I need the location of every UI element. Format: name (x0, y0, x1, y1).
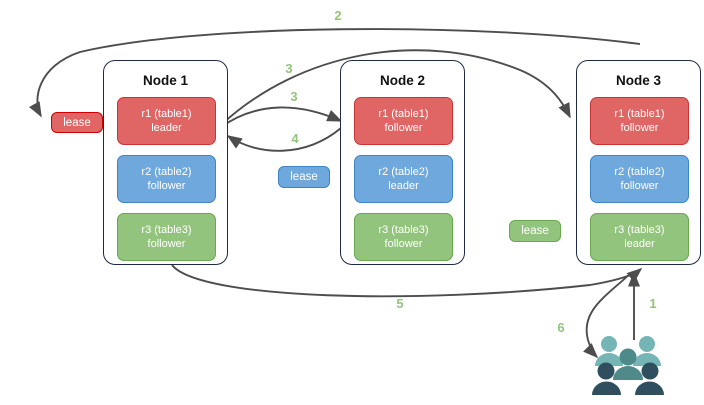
replica-name: r1 (table1) (141, 108, 192, 120)
arrow-step-4 (226, 127, 342, 152)
step-label-3b: 3 (290, 89, 298, 104)
lease-badge-green[interactable]: lease (509, 220, 561, 242)
replica-node2-r1[interactable]: r1 (table1) follower (354, 97, 453, 145)
replica-name: r3 (table3) (141, 224, 192, 236)
arrow-step-6 (583, 271, 633, 359)
node-title-3: Node 3 (615, 73, 661, 88)
step-label-4: 4 (291, 131, 299, 146)
arrow-step-5 (171, 264, 643, 298)
node-container-1: Node 1 r1 (table1) leader r2 (table2) fo… (103, 60, 228, 265)
replica-role: follower (620, 122, 659, 134)
arrow-step-3b (220, 106, 343, 128)
lease-badge-blue[interactable]: lease (278, 166, 330, 188)
replica-node3-r1[interactable]: r1 (table1) follower (590, 97, 689, 145)
replica-role: follower (147, 180, 186, 192)
replica-name: r2 (table2) (378, 166, 429, 178)
step-label-6: 6 (557, 320, 565, 335)
replica-name: r1 (table1) (614, 108, 665, 120)
node-container-3: Node 3 r1 (table1) follower r2 (table2) … (576, 60, 701, 265)
replica-role: follower (384, 122, 423, 134)
replica-node1-r2[interactable]: r2 (table2) follower (117, 155, 216, 203)
replica-name: r2 (table2) (141, 166, 192, 178)
step-label-5: 5 (396, 296, 404, 311)
replica-role: follower (147, 238, 186, 250)
step-label-1: 1 (649, 296, 657, 311)
replica-role: leader (624, 238, 655, 250)
replica-name: r3 (table3) (614, 224, 665, 236)
replica-node2-r3[interactable]: r3 (table3) follower (354, 213, 453, 261)
replica-role: leader (388, 180, 419, 192)
replica-name: r2 (table2) (614, 166, 665, 178)
node-title-2: Node 2 (379, 73, 425, 88)
replica-node1-r3[interactable]: r3 (table3) follower (117, 213, 216, 261)
replica-node3-r3[interactable]: r3 (table3) leader (590, 213, 689, 261)
replica-role: leader (151, 122, 182, 134)
node-container-2: Node 2 r1 (table1) follower r2 (table2) … (340, 60, 465, 265)
node-title-1: Node 1 (142, 73, 188, 88)
replica-role: follower (620, 180, 659, 192)
replica-name: r1 (table1) (378, 108, 429, 120)
arrow-step-2 (29, 28, 641, 118)
users-group-icon (592, 336, 664, 395)
replica-node1-r1[interactable]: r1 (table1) leader (117, 97, 216, 145)
arrow-step-3a (220, 49, 571, 126)
step-label-2: 2 (334, 8, 342, 23)
replica-role: follower (384, 238, 423, 250)
lease-badge-red[interactable]: lease (51, 112, 103, 133)
replica-node2-r2[interactable]: r2 (table2) leader (354, 155, 453, 203)
replica-name: r3 (table3) (378, 224, 429, 236)
replica-node3-r2[interactable]: r2 (table2) follower (590, 155, 689, 203)
step-label-3a: 3 (285, 61, 293, 76)
